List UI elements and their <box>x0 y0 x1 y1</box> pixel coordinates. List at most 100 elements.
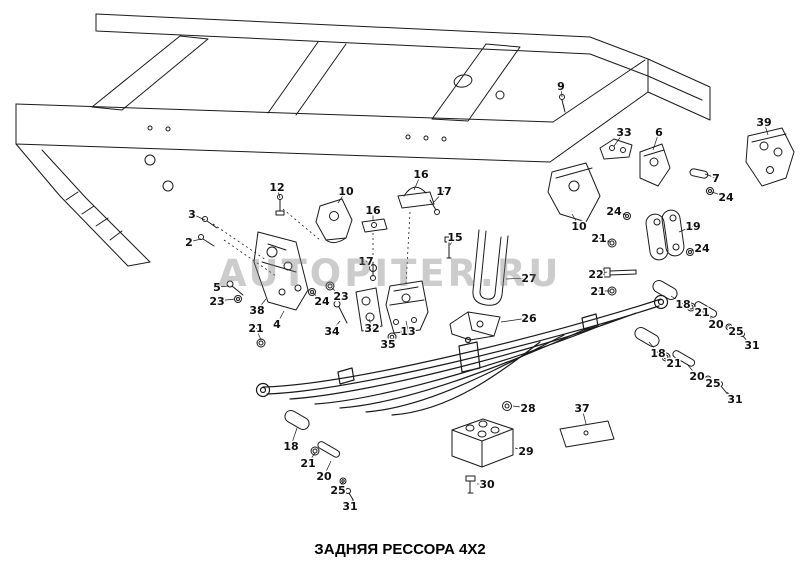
leader-line <box>500 317 530 323</box>
leader-line <box>652 131 660 151</box>
part-label-25: 25 <box>728 325 743 338</box>
bracket-13 <box>385 280 429 334</box>
hanger-10-left <box>315 198 353 244</box>
leader-line <box>571 213 580 227</box>
part-label-4: 4 <box>273 318 281 331</box>
part-label-21: 21 <box>591 232 606 245</box>
part-label-17: 17 <box>358 255 373 268</box>
shackle-19 <box>645 209 685 261</box>
part-label-31: 31 <box>744 339 759 352</box>
leader-line <box>413 173 422 191</box>
spring-seat-26 <box>449 311 501 341</box>
part-label-19: 19 <box>685 220 700 233</box>
part-label-20: 20 <box>708 318 724 331</box>
leader-line <box>349 498 354 507</box>
part-label-24: 24 <box>694 242 710 255</box>
bushings-18 <box>284 280 678 430</box>
bolt-34 <box>333 300 348 324</box>
spacer-block-29 <box>451 418 514 468</box>
leader-line <box>670 295 684 305</box>
part-label-35: 35 <box>380 338 395 351</box>
part-label-22: 22 <box>588 268 603 281</box>
leader-line <box>514 447 527 452</box>
part-label-25: 25 <box>330 484 345 497</box>
leader-line <box>276 310 285 325</box>
bolt-22 <box>603 267 637 278</box>
leader-line <box>337 481 344 491</box>
leader-line <box>613 210 627 216</box>
leader-line <box>690 247 703 252</box>
bumper-16-17 <box>361 186 440 281</box>
leader-line <box>560 85 563 98</box>
leader-line <box>648 341 659 354</box>
leader-line <box>707 314 717 325</box>
leaf-spring-drawing <box>255 294 669 416</box>
leader-line <box>595 271 608 275</box>
part-label-23: 23 <box>209 295 224 308</box>
leader-line <box>290 427 298 447</box>
part-label-34: 34 <box>324 325 340 338</box>
bolt-15 <box>444 236 454 259</box>
leader-line <box>746 339 753 346</box>
u-bolt-27 <box>472 229 509 306</box>
part-label-38: 38 <box>249 304 264 317</box>
part-label-18: 18 <box>675 298 690 311</box>
part-label-25: 25 <box>705 377 720 390</box>
leader-line <box>276 186 281 199</box>
part-label-18: 18 <box>650 347 665 360</box>
part-label-16: 16 <box>365 204 381 217</box>
part-label-21: 21 <box>590 285 605 298</box>
part-label-3: 3 <box>188 208 196 221</box>
leader-line <box>331 320 341 332</box>
part-label-31: 31 <box>727 393 742 406</box>
leader-line <box>692 307 703 313</box>
pin-7 <box>689 168 709 179</box>
leader-line <box>704 173 717 179</box>
diagram-title: ЗАДНЯЯ РЕССОРА 4X2 <box>314 541 486 558</box>
leader-line <box>323 460 332 477</box>
part-label-13: 13 <box>400 325 415 338</box>
part-label-21: 21 <box>694 306 709 319</box>
leader-line <box>726 391 736 400</box>
leader-line <box>711 191 727 198</box>
leader-line <box>707 378 714 384</box>
leader-line <box>666 356 675 364</box>
leader-line <box>312 292 323 302</box>
part-label-39: 39 <box>756 116 771 129</box>
bolt-9 <box>559 94 566 113</box>
hanger-10-right <box>547 162 601 223</box>
part-label-9: 9 <box>557 80 565 93</box>
studs-and-bolts-left <box>198 194 285 303</box>
part-label-10: 10 <box>571 220 587 233</box>
washers-25 <box>339 323 733 485</box>
part-label-21: 21 <box>248 322 263 335</box>
bracket-38-4 <box>253 231 335 348</box>
leader-line <box>729 326 737 332</box>
nut-28 <box>502 401 512 411</box>
chassis-frame-drawing <box>15 13 711 267</box>
bolt-30 <box>465 475 476 494</box>
part-label-7: 7 <box>712 172 720 185</box>
leader-line <box>365 260 373 267</box>
leader-line <box>191 213 206 221</box>
part-label-24: 24 <box>314 295 330 308</box>
part-label-28: 28 <box>520 402 535 415</box>
leader-line <box>432 190 445 204</box>
part-label-21: 21 <box>300 457 315 470</box>
leader-line <box>255 327 262 341</box>
part-label-21: 21 <box>666 357 681 370</box>
part-label-12: 12 <box>269 181 284 194</box>
bracket-6 <box>639 143 671 187</box>
part-label-30: 30 <box>479 478 495 491</box>
part-label-20: 20 <box>316 470 332 483</box>
part-label-26: 26 <box>521 312 537 325</box>
part-label-5: 5 <box>213 281 221 294</box>
leader-line <box>387 337 393 345</box>
part-label-24: 24 <box>606 205 622 218</box>
leader-line <box>216 285 230 288</box>
leader-line <box>613 131 625 147</box>
part-label-16: 16 <box>413 168 429 181</box>
leader-line <box>678 225 694 233</box>
leader-line <box>512 405 529 409</box>
pins-20 <box>317 301 718 458</box>
